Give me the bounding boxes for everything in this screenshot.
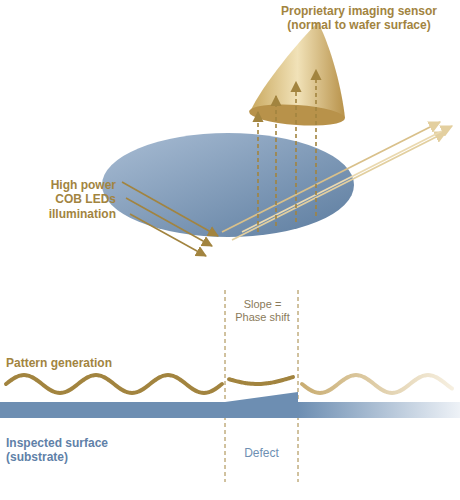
sensor-rays — [258, 70, 316, 232]
led-rays — [122, 182, 218, 266]
illumination-label: High power COB LEDs illumination — [28, 178, 116, 221]
defect-bounds — [225, 290, 298, 482]
slope-note: Slope = Phase shift — [230, 298, 295, 324]
pattern-wave — [6, 375, 452, 393]
sensor-label: Proprietary imaging sensor (normal to wa… — [268, 4, 450, 33]
substrate-label: Inspected surface (substrate) — [6, 436, 124, 465]
substrate — [0, 392, 460, 418]
defect-label: Defect — [228, 446, 295, 460]
reflected-rays — [222, 122, 452, 240]
imaging-sensor — [248, 22, 345, 128]
pattern-label: Pattern generation — [6, 356, 166, 370]
